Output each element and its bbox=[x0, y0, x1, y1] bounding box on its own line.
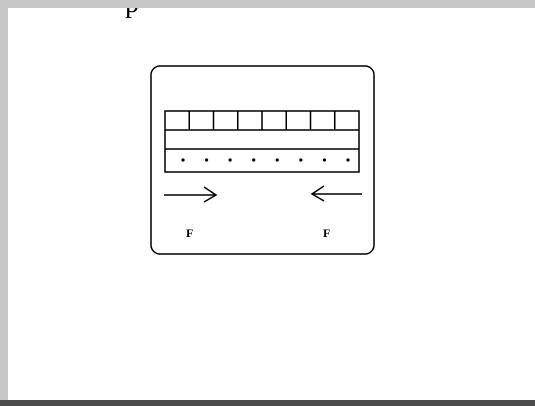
bottom-border-bar bbox=[0, 400, 535, 406]
force-label-left: F bbox=[186, 226, 193, 240]
slab-cell-dividers bbox=[188, 111, 336, 130]
right-force-arrow-head bbox=[310, 185, 325, 202]
right-force-arrow bbox=[310, 185, 362, 202]
document-page: p F F bbox=[8, 8, 535, 400]
slab-dot bbox=[275, 158, 279, 162]
left-force-arrow-head bbox=[203, 186, 218, 203]
top-text-fragment: p bbox=[125, 8, 139, 18]
force-diagram: F F bbox=[150, 65, 375, 255]
slab-dot bbox=[299, 158, 303, 162]
left-force-arrow bbox=[164, 186, 218, 203]
slab-dot bbox=[252, 158, 256, 162]
slab-dot bbox=[204, 158, 209, 162]
slab-dot-row bbox=[181, 158, 350, 162]
force-label-right: F bbox=[323, 226, 330, 240]
slab-dot bbox=[228, 158, 232, 162]
frame-box bbox=[150, 65, 375, 255]
slab-dot bbox=[346, 158, 350, 162]
slab-dot bbox=[322, 158, 327, 162]
layered-slab bbox=[164, 110, 360, 173]
slab-dot bbox=[181, 158, 185, 162]
